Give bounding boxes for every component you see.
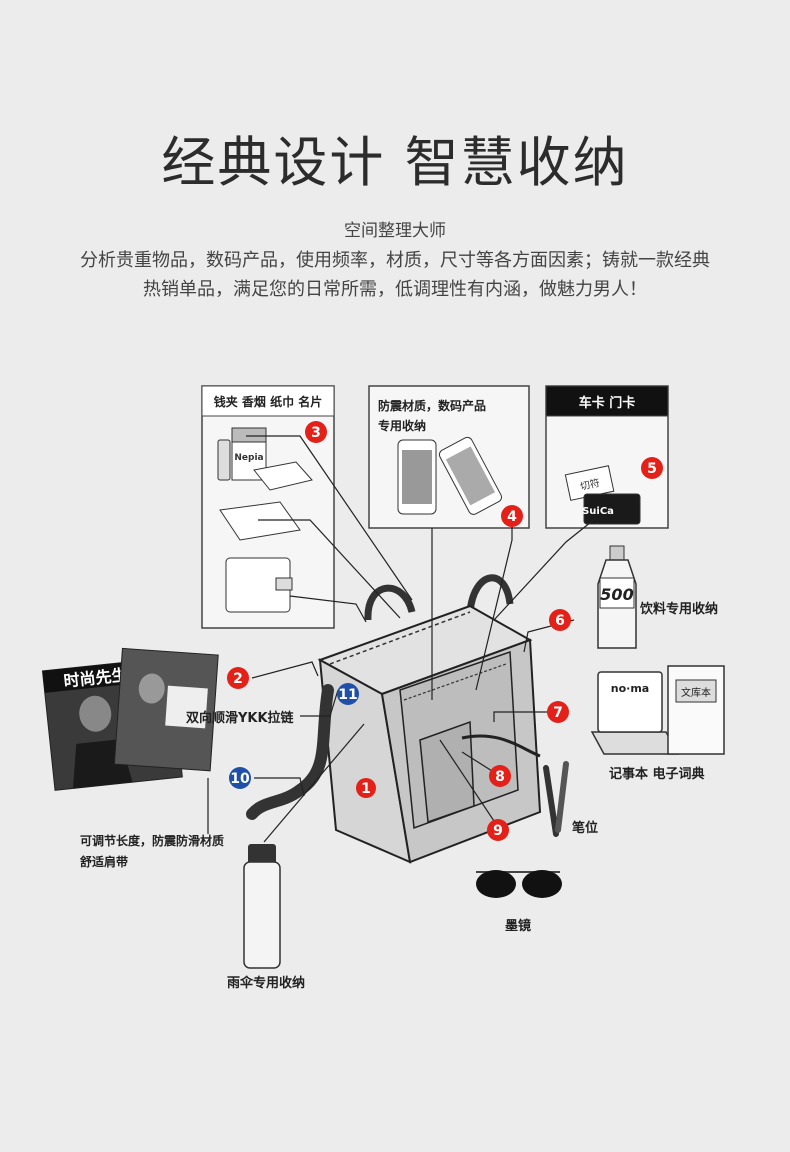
svg-text:9: 9 bbox=[493, 823, 503, 839]
subtitle: 空间整理大师 bbox=[344, 221, 446, 241]
marker-11: 11 bbox=[337, 683, 359, 705]
water-bottle: 500 bbox=[597, 545, 637, 649]
svg-text:5: 5 bbox=[647, 461, 657, 477]
marker-8: 8 bbox=[489, 765, 511, 787]
marker-1: 1 bbox=[356, 778, 376, 798]
drink-label: 饮料专用收纳 bbox=[639, 601, 718, 617]
box-4-line-1: 防震材质，数码产品 bbox=[378, 398, 486, 413]
marker-9: 9 bbox=[487, 819, 509, 841]
notebook-brand: no·ma bbox=[611, 682, 649, 695]
svg-text:3: 3 bbox=[311, 425, 321, 441]
box-3-header: 钱夹 香烟 纸巾 名片 bbox=[214, 394, 323, 409]
pens bbox=[543, 761, 569, 837]
box-5-cards: 车卡 门卡 切符 SuiCa bbox=[545, 385, 669, 529]
notebook: 文库本 bbox=[667, 665, 725, 755]
marker-10: 10 bbox=[229, 767, 251, 789]
svg-text:10: 10 bbox=[230, 771, 250, 787]
shoulder-strap bbox=[246, 684, 334, 820]
card-brand: SuiCa bbox=[582, 506, 614, 517]
bag-illustration bbox=[317, 574, 542, 864]
svg-text:2: 2 bbox=[233, 671, 243, 687]
card-text: 切符 bbox=[579, 476, 601, 493]
box-4-line-2: 专用收纳 bbox=[378, 418, 426, 433]
tissue-brand: Nepia bbox=[234, 453, 263, 463]
magazine: 时尚先生 bbox=[41, 647, 219, 791]
svg-text:8: 8 bbox=[495, 769, 505, 785]
marker-6: 6 bbox=[549, 609, 571, 631]
notebook-dictionary-label: 记事本 电子词典 bbox=[609, 766, 705, 782]
markers: 1 2 3 4 5 6 7 8 9 10 11 bbox=[227, 421, 663, 841]
marker-2: 2 bbox=[227, 667, 249, 689]
bottle-brand: 500 bbox=[600, 585, 633, 604]
umbrella-bottle bbox=[243, 844, 281, 969]
pen-label: 笔位 bbox=[572, 820, 598, 836]
box-4-digital-products: 防震材质，数码产品 专用收纳 bbox=[368, 385, 530, 529]
svg-text:7: 7 bbox=[553, 705, 563, 721]
svg-text:11: 11 bbox=[338, 687, 357, 703]
marker-7: 7 bbox=[547, 701, 569, 723]
electronic-dictionary: no·ma bbox=[590, 671, 680, 755]
headline: 经典设计 智慧收纳 bbox=[161, 131, 629, 194]
svg-text:4: 4 bbox=[507, 509, 517, 525]
svg-text:1: 1 bbox=[361, 781, 371, 797]
marker-5: 5 bbox=[641, 457, 663, 479]
description-line-2: 热销单品，满足您的日常所需，低调理性有内涵，做魅力男人！ bbox=[143, 279, 647, 300]
strap-label-line-2: 舒适肩带 bbox=[79, 854, 128, 869]
description-line-1: 分析贵重物品，数码产品，使用频率，材质，尺寸等各方面因素；铸就一款经典 bbox=[80, 250, 710, 271]
umbrella-label: 雨伞专用收纳 bbox=[227, 975, 305, 991]
sunglasses bbox=[476, 870, 562, 898]
strap-label-line-1: 可调节长度，防震防滑材质 bbox=[80, 833, 224, 848]
svg-text:6: 6 bbox=[555, 613, 565, 629]
zipper-label: 双向顺滑YKK拉链 bbox=[186, 710, 295, 726]
dictionary-text: 文库本 bbox=[681, 686, 711, 699]
marker-4: 4 bbox=[501, 505, 523, 527]
sunglasses-label: 墨镜 bbox=[505, 918, 531, 934]
marker-3: 3 bbox=[305, 421, 327, 443]
box-5-header: 车卡 门卡 bbox=[579, 395, 636, 411]
